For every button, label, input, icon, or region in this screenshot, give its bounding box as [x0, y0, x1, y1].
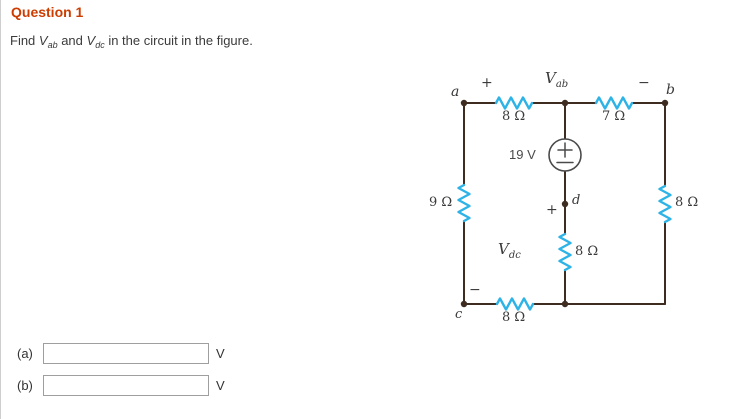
node-label-d: d	[572, 193, 581, 208]
prompt-mid: and	[57, 33, 87, 48]
voltage-source-plus-icon	[557, 142, 573, 158]
vab-label: Vab	[545, 70, 568, 90]
node-dot-c	[460, 300, 468, 308]
vdc-base: V	[498, 240, 509, 258]
node-dot-d	[561, 200, 569, 208]
node-label-b: b	[666, 82, 675, 98]
polarity-plus-d: +	[546, 202, 558, 218]
resistor-label-top-right: 7 Ω	[602, 109, 626, 124]
answer-a-unit: V	[216, 346, 225, 361]
prompt-var-vdc-sub: dc	[95, 40, 105, 50]
prompt-var-vab: V	[38, 33, 48, 48]
answer-row-b: (b) V	[17, 375, 225, 396]
prompt-var-vab-sub: ab	[47, 40, 58, 50]
resistor-7ohm-top-right	[594, 96, 634, 110]
node-dot-a	[460, 99, 468, 107]
answer-b-input[interactable]	[43, 375, 209, 396]
resistor-label-middle: 8 Ω	[575, 244, 599, 259]
prompt-var-vdc: V	[86, 33, 96, 48]
polarity-minus-top: −	[638, 75, 650, 91]
polarity-plus-top: +	[481, 75, 493, 91]
voltage-source-symbol	[548, 138, 582, 172]
node-dot-bottom-middle	[561, 300, 569, 308]
vab-sub: ab	[555, 79, 569, 90]
question-prompt: Find Vab and Vdc in the circuit in the f…	[10, 33, 253, 50]
resistor-8ohm-middle	[558, 232, 572, 272]
resistor-8ohm-right	[658, 184, 672, 224]
answer-a-label: (a)	[17, 346, 33, 361]
prompt-pre: Find	[10, 33, 39, 48]
node-label-a: a	[451, 84, 460, 100]
resistor-label-top-left: 8 Ω	[502, 109, 526, 124]
prompt-post: in the circuit in the figure.	[104, 33, 253, 48]
resistor-8ohm-top-left	[494, 96, 534, 110]
vab-base: V	[545, 69, 556, 87]
resistor-label-right: 8 Ω	[675, 195, 699, 210]
polarity-minus-c: −	[469, 282, 481, 298]
answer-b-label: (b)	[17, 378, 33, 393]
answer-a-input[interactable]	[43, 343, 209, 364]
question-title: Question 1	[11, 4, 84, 20]
resistor-label-left: 9 Ω	[429, 195, 453, 210]
node-dot-top-middle	[561, 99, 569, 107]
resistor-8ohm-bottom	[495, 297, 535, 311]
answer-b-unit: V	[216, 378, 225, 393]
resistor-label-bottom: 8 Ω	[502, 310, 526, 325]
node-label-c: c	[455, 307, 463, 322]
node-dot-b	[661, 99, 669, 107]
source-value-label: 19 V	[509, 147, 536, 162]
vdc-sub: dc	[508, 250, 521, 261]
answer-row-a: (a) V	[17, 343, 225, 364]
circuit-diagram	[457, 96, 672, 311]
resistor-9ohm-left	[457, 183, 471, 223]
vdc-label: Vdc	[498, 241, 521, 261]
